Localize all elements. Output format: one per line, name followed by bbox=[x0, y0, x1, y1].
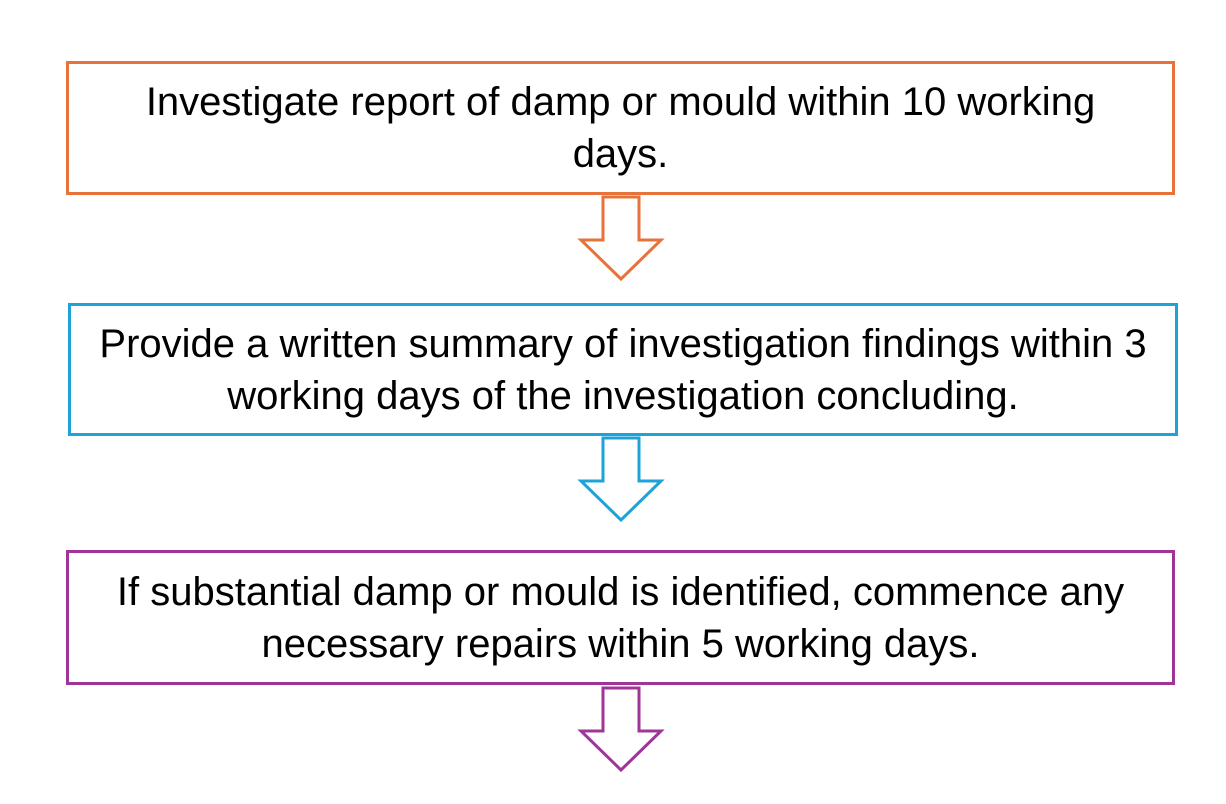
down-arrow-icon bbox=[577, 195, 665, 282]
arrow-shape bbox=[577, 686, 665, 773]
flow-step-investigate: Investigate report of damp or mould with… bbox=[66, 61, 1175, 195]
arrow-shape bbox=[577, 436, 665, 523]
flow-step-commence-repairs-text: If substantial damp or mould is identifi… bbox=[116, 569, 1125, 666]
arrow-shape bbox=[577, 195, 665, 282]
flow-step-commence-repairs: If substantial damp or mould is identifi… bbox=[66, 550, 1175, 685]
down-arrow-icon bbox=[577, 436, 665, 523]
down-arrow-icon bbox=[577, 686, 665, 773]
flow-step-investigate-text: Investigate report of damp or mould with… bbox=[145, 80, 1096, 176]
flow-step-written-summary-text: Provide a written summary of investigati… bbox=[99, 321, 1147, 418]
flow-step-written-summary: Provide a written summary of investigati… bbox=[68, 303, 1178, 436]
